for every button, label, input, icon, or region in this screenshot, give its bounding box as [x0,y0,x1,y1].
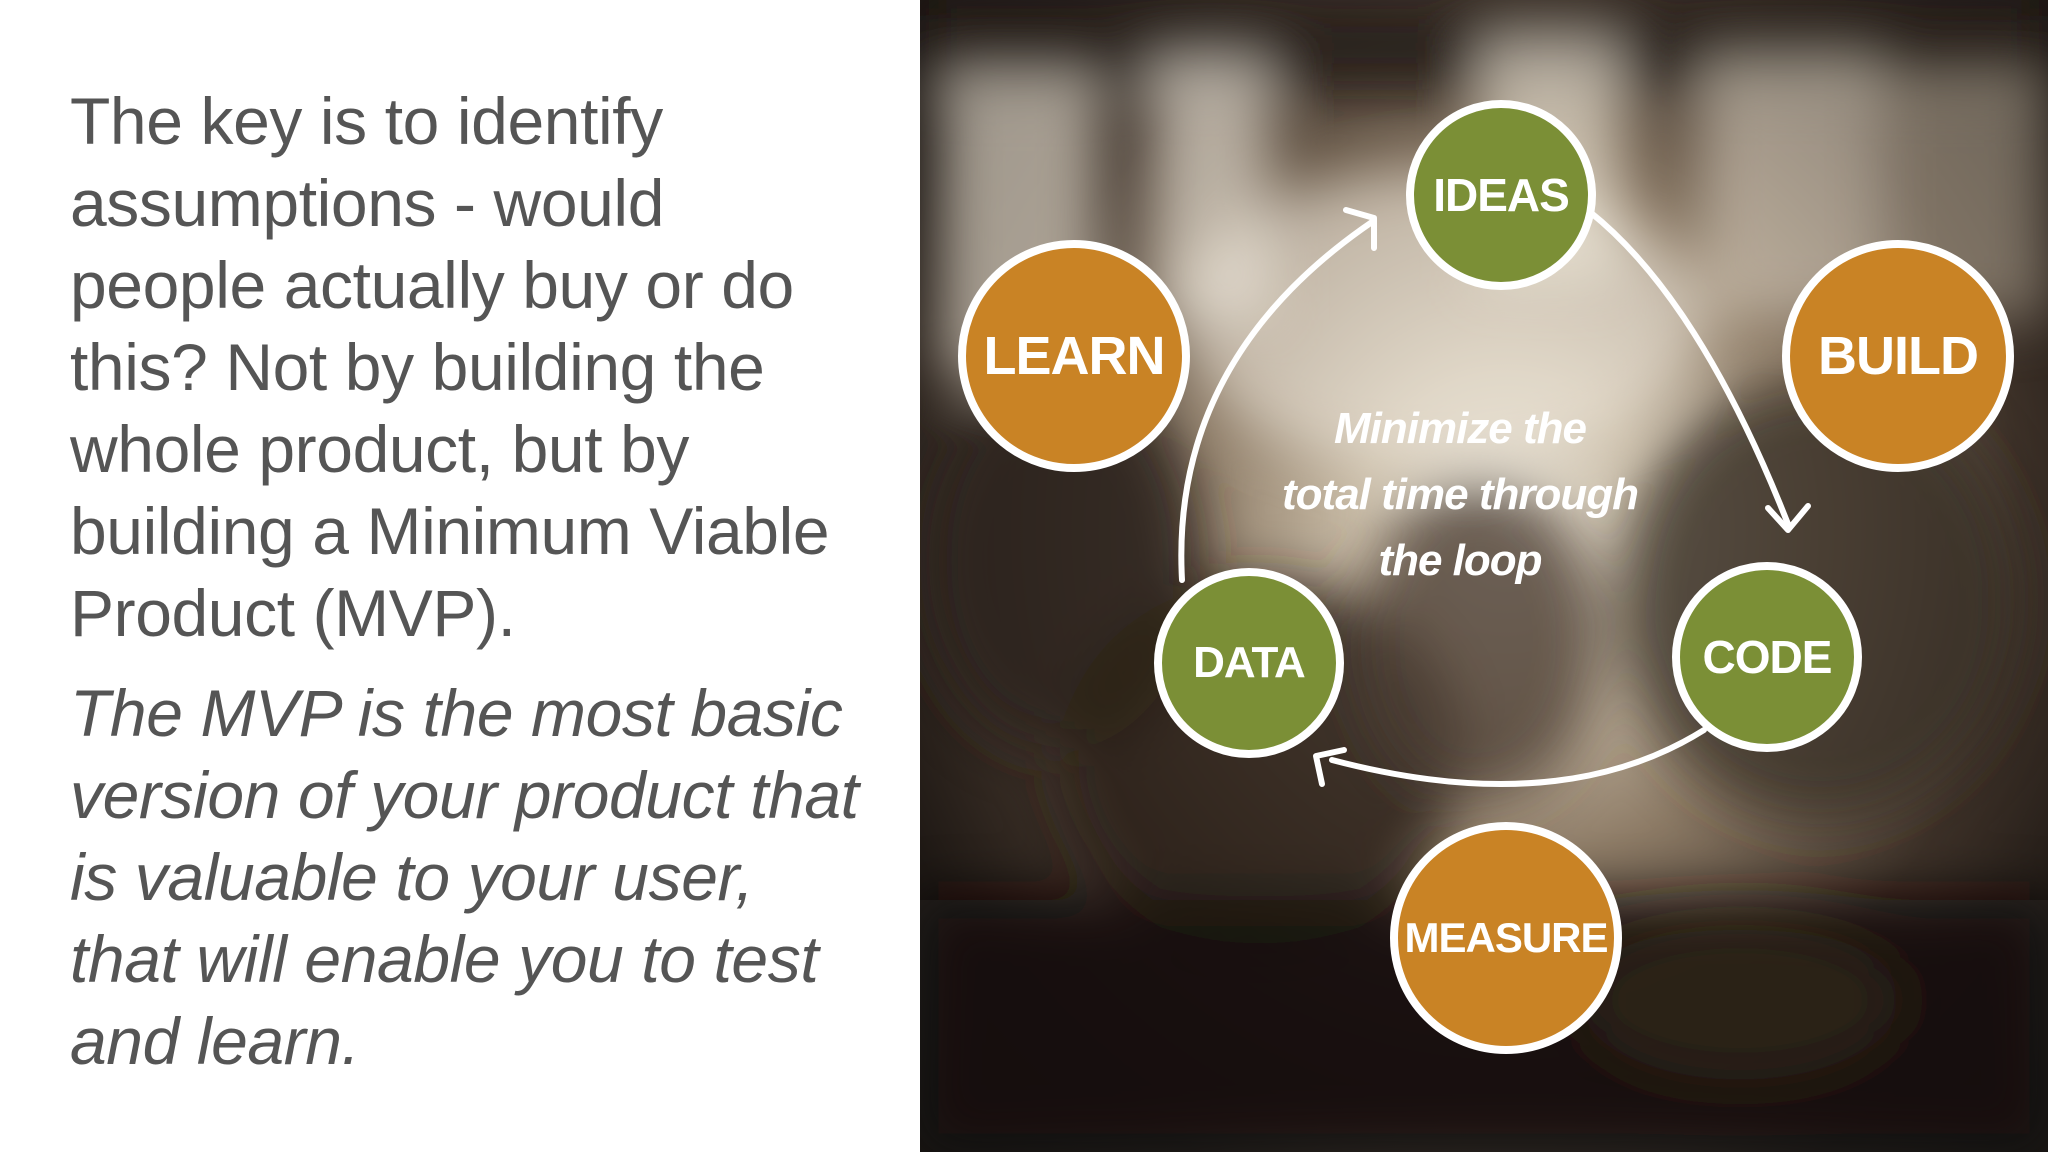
node-code-label: CODE [1702,631,1833,683]
node-data: DATA [1154,568,1344,758]
loop-arrows [1178,207,1811,787]
center-line-3: the loop [1378,536,1542,585]
blurred-background [920,0,2048,1152]
arrowhead-code [1765,503,1811,533]
node-code: CODE [1672,562,1862,752]
center-line-2: total time through [1282,470,1639,519]
loop-center-caption: Minimize the total time through the loop [1280,396,1640,594]
node-build: BUILD [1782,240,2014,472]
arrowhead-data [1313,747,1347,787]
arrowhead-ideas [1343,207,1377,251]
text-panel: The key is to identify assumptions - wou… [70,80,870,1082]
arrow-ideas-to-code [1587,209,1791,527]
center-line-1: Minimize the [1333,404,1587,453]
italic-paragraph: The MVP is the most basic version of you… [70,676,859,1078]
arrow-code-to-data [1329,727,1707,787]
node-learn: LEARN [958,240,1190,472]
node-measure-label: MEASURE [1404,914,1608,961]
node-ideas-label: IDEAS [1433,169,1570,221]
arrow-data-to-ideas [1178,219,1375,583]
node-measure: MEASURE [1390,822,1622,1054]
node-build-label: BUILD [1818,326,1979,386]
lean-startup-loop-image: IDEAS BUILD CODE MEASURE DATA LEARN Mini… [920,0,2048,1152]
node-ideas: IDEAS [1406,100,1596,290]
node-learn-label: LEARN [983,326,1166,386]
node-data-label: DATA [1193,638,1306,687]
main-paragraph: The key is to identify assumptions - wou… [70,84,830,650]
